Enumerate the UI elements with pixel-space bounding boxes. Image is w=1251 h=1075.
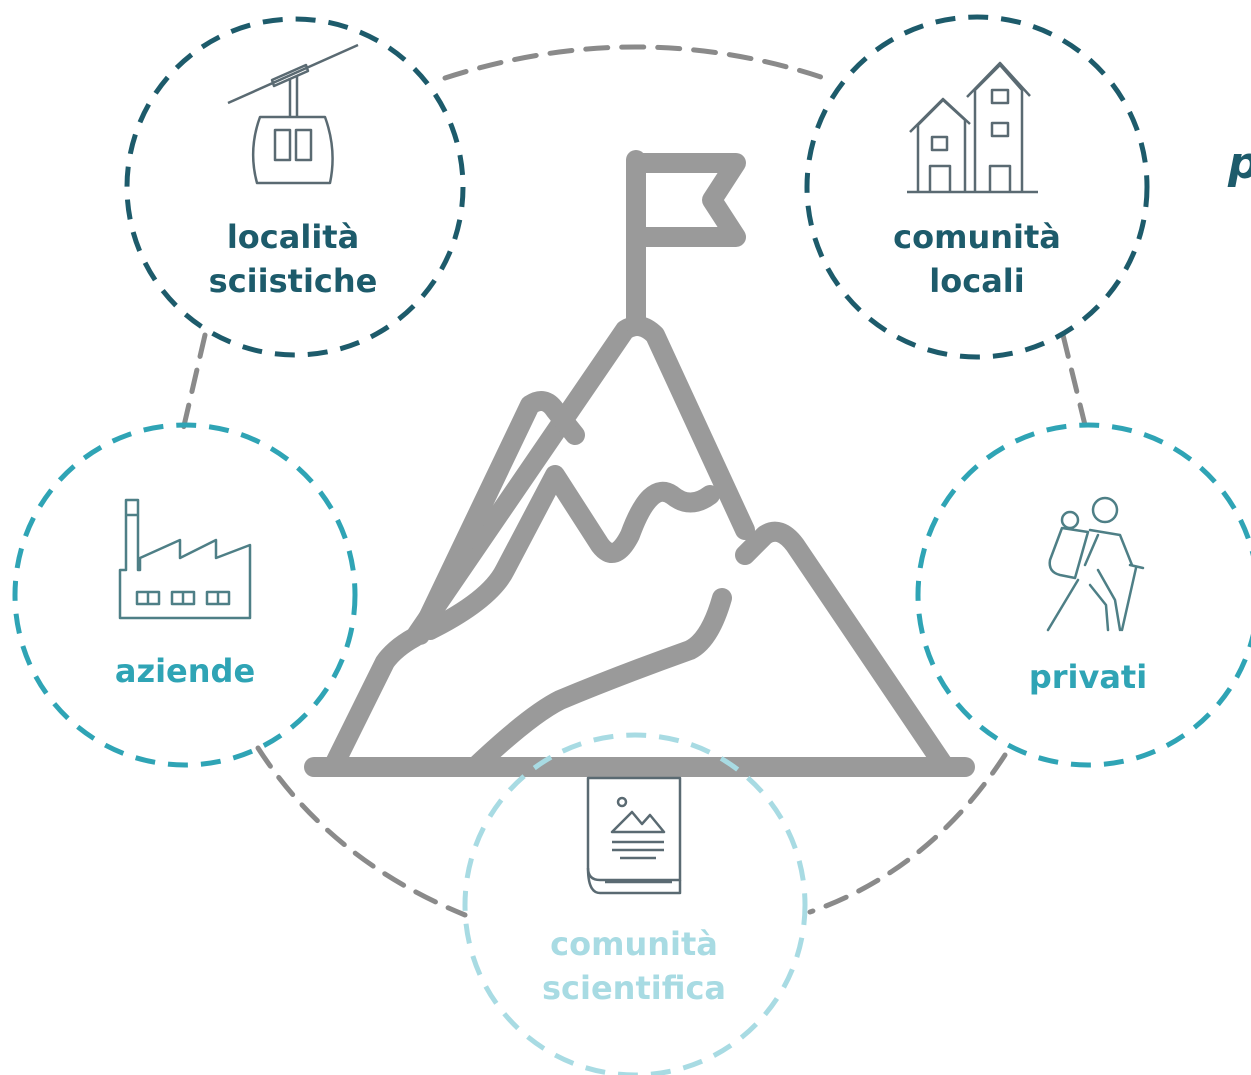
connector-aziende-scientifica	[255, 745, 468, 918]
node-labels: località sciistiche comunità locali azie…	[115, 218, 1147, 1007]
label-aziende: aziende	[115, 652, 255, 690]
label-comunita-scientifica-line2: scientifica	[542, 969, 726, 1007]
label-privati: privati	[1029, 658, 1147, 696]
connector-privati-scientifica	[807, 752, 1008, 915]
connectors	[180, 44, 1088, 918]
connector-comunita-privati	[1060, 332, 1088, 428]
label-localita-line2: sciistiche	[209, 262, 378, 300]
label-comunita-locali-line1: comunità	[893, 218, 1061, 256]
houses-icon	[907, 61, 1038, 194]
circle-aziende	[12, 422, 358, 768]
label-comunita-scientifica-line1: comunità	[550, 925, 718, 963]
cropped-edge-text: p	[1227, 138, 1251, 189]
cable-car-icon	[227, 43, 359, 185]
circle-privati	[915, 422, 1251, 768]
circle-comunita-scientifica	[462, 732, 808, 1075]
node-circles	[12, 14, 1251, 1075]
hiker-icon	[1046, 496, 1145, 632]
circle-comunita-locali	[804, 14, 1150, 360]
label-localita-line1: località	[227, 218, 359, 256]
circle-localita	[124, 16, 466, 358]
factory-icon	[118, 498, 252, 620]
mountain-flag-icon	[304, 150, 975, 777]
book-icon	[586, 776, 682, 895]
connector-localita-comunita	[442, 44, 833, 83]
connector-localita-aziende	[180, 332, 208, 433]
label-comunita-locali-line2: locali	[929, 262, 1024, 300]
